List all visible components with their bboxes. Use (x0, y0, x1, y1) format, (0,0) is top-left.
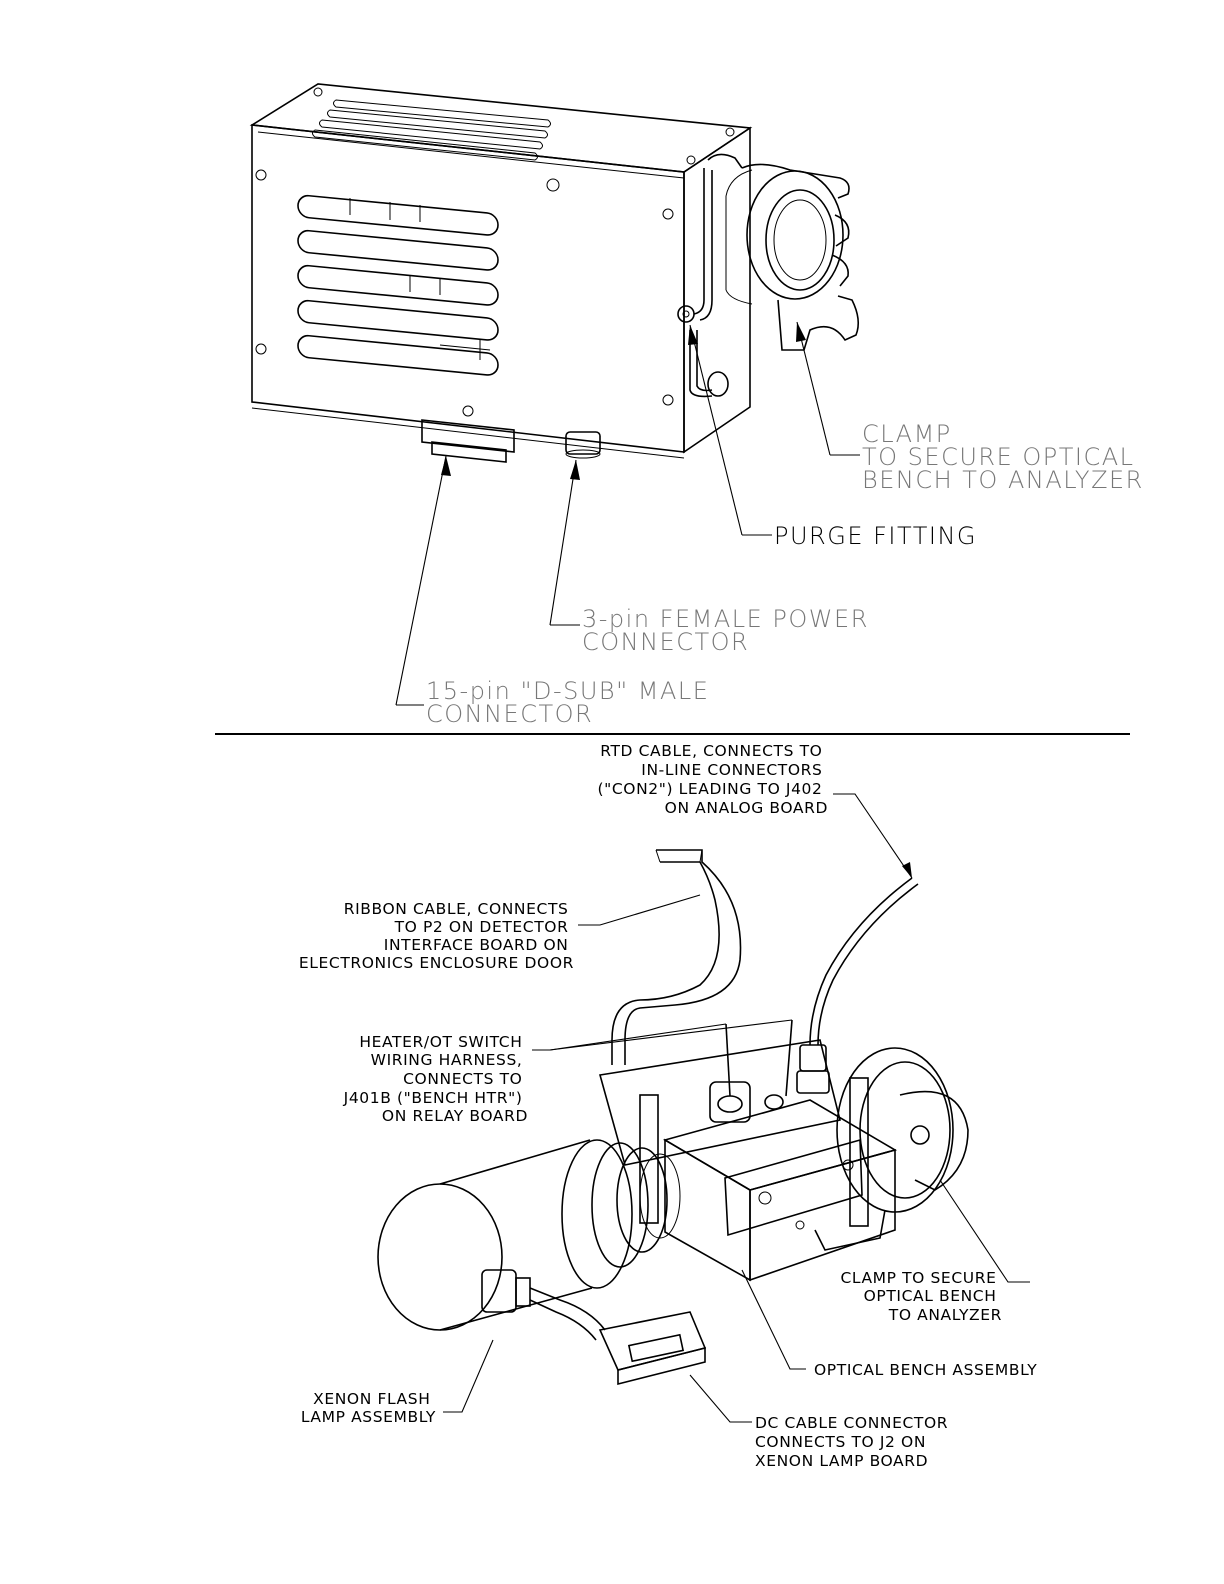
ribbon-cable-drawing (611, 849, 742, 1065)
bench-block-drawing (639, 1019, 898, 1282)
dsub-connector-label: 15-pin "D-SUB" MALE CONNECTOR (426, 677, 719, 728)
optical-bench-label: OPTICAL BENCH ASSEMBLY (814, 1361, 1037, 1379)
clamp2-drawing (814, 1047, 969, 1251)
rtd-cable-drawing (796, 877, 919, 1094)
dsub-connector-drawing (421, 419, 515, 463)
bottom-view-labels: RTD CABLE, CONNECTS TO IN-LINE CONNECTOR… (299, 742, 1037, 1470)
dc-cable-drawing (529, 1287, 707, 1386)
power-connector-label: 3-pin FEMALE POWER CONNECTOR (582, 605, 878, 656)
top-vent-slots (312, 99, 551, 161)
heater-harness-label: HEATER/OT SWITCH WIRING HARNESS, CONNECT… (343, 1033, 528, 1125)
bench-enclosure-drawing (249, 83, 860, 463)
xenon-lamp-label: XENON FLASH LAMP ASSEMBLY (301, 1390, 436, 1426)
clamp2-label: CLAMP TO SECURE OPTICAL BENCH TO ANALYZE… (840, 1269, 1002, 1324)
top-view-leaders (395, 321, 860, 706)
purge-fitting-drawing (677, 153, 743, 398)
ribbon-cable-label: RIBBON CABLE, CONNECTS TO P2 ON DETECTOR… (299, 900, 574, 972)
purge-fitting-label: PURGE FITTING (774, 522, 977, 550)
clamp-drawing (725, 163, 860, 351)
enclosure-screws (255, 87, 735, 417)
power-connector-drawing (565, 431, 601, 459)
bottom-view-leaders (443, 793, 1030, 1423)
clamp-label: CLAMP TO SECURE OPTICAL BENCH TO ANALYZE… (862, 420, 1144, 494)
front-vent-louvers (297, 194, 499, 376)
top-view-labels: CLAMP TO SECURE OPTICAL BENCH TO ANALYZE… (426, 420, 1144, 728)
optical-bench-drawing (377, 849, 969, 1386)
xenon-lamp-drawing (377, 1139, 681, 1331)
dc-cable-label: DC CABLE CONNECTOR CONNECTS TO J2 ON XEN… (755, 1414, 954, 1470)
rtd-cable-label: RTD CABLE, CONNECTS TO IN-LINE CONNECTOR… (597, 742, 828, 817)
